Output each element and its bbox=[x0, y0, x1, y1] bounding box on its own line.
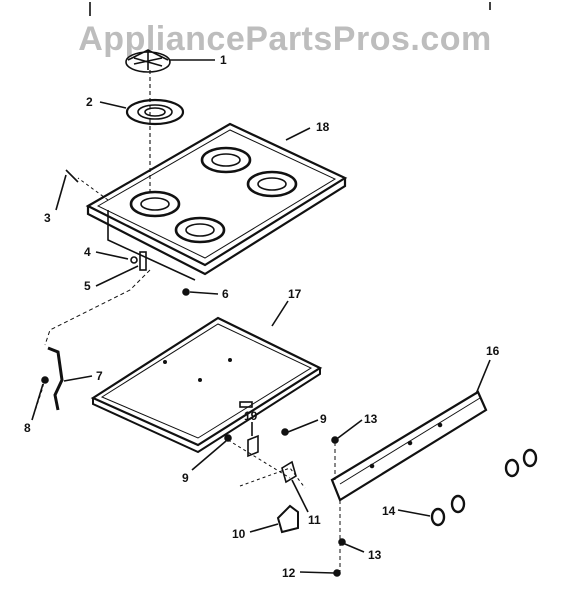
burner-ring bbox=[125, 98, 185, 126]
part-label: 5 bbox=[84, 279, 91, 293]
screw bbox=[281, 428, 289, 436]
part-label: 1 bbox=[220, 53, 227, 67]
knobs bbox=[430, 448, 538, 527]
cooktop bbox=[85, 122, 348, 281]
part-label: 3 bbox=[44, 211, 51, 225]
part-label: 9 bbox=[320, 412, 327, 426]
screw bbox=[331, 436, 339, 444]
part-label: 9 bbox=[182, 471, 189, 485]
part-label: 13 bbox=[368, 548, 382, 562]
part-label: 17 bbox=[288, 287, 302, 301]
screw bbox=[333, 569, 341, 577]
burner-cap bbox=[125, 49, 171, 73]
screw bbox=[182, 288, 190, 296]
part-label: 13 bbox=[364, 412, 378, 426]
assembly-line bbox=[44, 269, 151, 346]
bracket bbox=[247, 434, 259, 458]
part-label: 10 bbox=[232, 527, 246, 541]
part-label: 6 bbox=[222, 287, 229, 301]
part-label: 16 bbox=[486, 344, 500, 358]
clip bbox=[130, 256, 138, 264]
bracket bbox=[276, 504, 299, 534]
part-label: 12 bbox=[282, 566, 296, 580]
fastener bbox=[41, 376, 49, 384]
part-label: 14 bbox=[382, 504, 396, 518]
part-label: 19 bbox=[244, 409, 258, 423]
clip bbox=[281, 460, 297, 484]
part-label: 7 bbox=[96, 369, 103, 383]
part-label: 8 bbox=[24, 421, 31, 435]
screw bbox=[224, 434, 232, 442]
control-panel bbox=[330, 390, 488, 502]
screw bbox=[65, 169, 79, 183]
part-label: 11 bbox=[308, 513, 321, 527]
hinge-bracket bbox=[139, 251, 147, 271]
part-label: 18 bbox=[316, 120, 330, 134]
part-label: 4 bbox=[84, 245, 91, 259]
screw bbox=[338, 538, 346, 546]
assembly-line bbox=[77, 177, 109, 201]
support-rod bbox=[47, 346, 64, 411]
part-label: 2 bbox=[86, 95, 93, 109]
burner-box bbox=[90, 316, 323, 454]
